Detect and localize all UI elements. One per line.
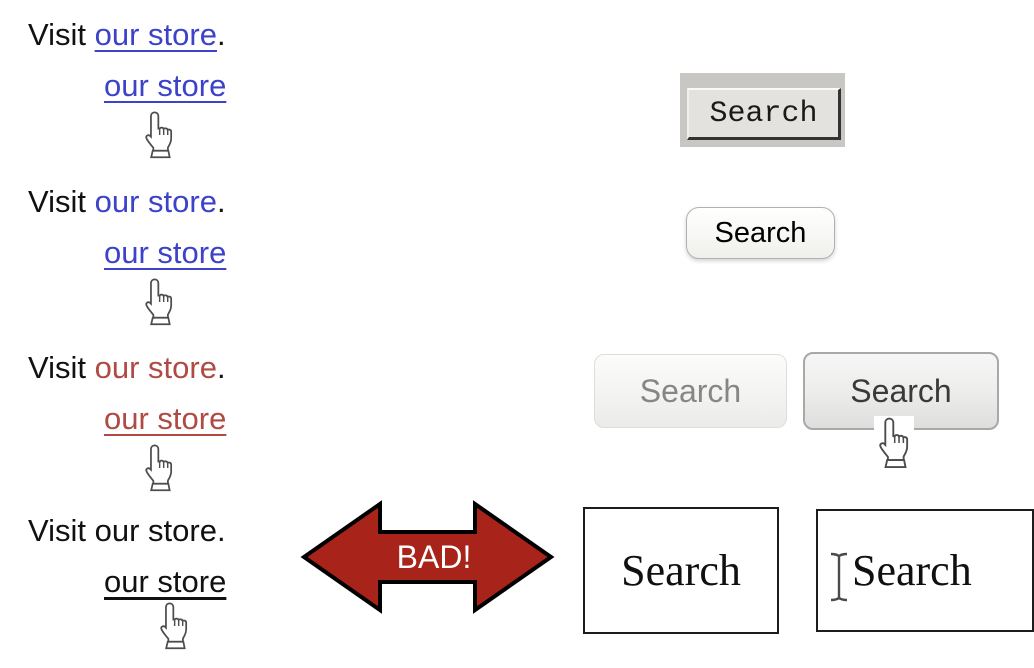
search-button-classic[interactable]: Search (687, 88, 841, 140)
sentence-prefix: Visit (28, 350, 95, 385)
store-link[interactable]: our store (94, 17, 217, 52)
sentence-prefix: Visit (28, 184, 95, 219)
store-link-hover[interactable]: our store (104, 68, 227, 103)
search-button-rounded[interactable]: Search (686, 207, 835, 259)
sentence-text: Visit our store. (28, 514, 328, 548)
hover-state-line: our store (104, 236, 328, 270)
hand-pointer-icon (140, 443, 178, 493)
sentence-text: Visit our store. (28, 185, 328, 219)
store-link[interactable]: our store (94, 513, 217, 548)
classic-button-panel: Search (680, 73, 845, 147)
hover-state-line: our store (104, 565, 328, 599)
sentence-suffix: . (216, 513, 226, 548)
store-link[interactable]: our store (94, 350, 217, 385)
search-button-plain-box-ibeam[interactable]: Search (816, 509, 1034, 632)
hover-state-line: our store (104, 402, 328, 436)
store-link[interactable]: our store (94, 184, 217, 219)
sentence-suffix: . (216, 184, 226, 219)
store-link-hover[interactable]: our store (104, 235, 227, 270)
store-link-hover[interactable]: our store (104, 401, 227, 436)
sentence-text: Visit our store. (28, 18, 328, 52)
i-beam-cursor-icon (828, 551, 850, 603)
search-button-plain-box[interactable]: Search (583, 507, 779, 634)
sentence-suffix: . (216, 350, 226, 385)
hand-pointer-icon (155, 601, 193, 651)
double-arrow-icon (300, 500, 555, 614)
link-example-red-plain: Visit our store. our store (28, 351, 328, 492)
sentence-text: Visit our store. (28, 351, 328, 385)
sentence-suffix: . (216, 17, 226, 52)
hand-pointer-icon (874, 416, 914, 470)
hand-pointer-icon (140, 110, 178, 160)
plain-box-label: Search (852, 546, 972, 595)
sentence-prefix: Visit (28, 513, 95, 548)
link-example-blue-plain: Visit our store. our store (28, 185, 328, 326)
hand-pointer-icon (140, 277, 178, 327)
store-link-hover[interactable]: our store (104, 564, 227, 599)
link-example-black-plain: Visit our store. our store (28, 514, 328, 650)
bad-label: BAD! (397, 539, 472, 575)
sentence-prefix: Visit (28, 17, 95, 52)
search-button-flat-normal[interactable]: Search (594, 354, 787, 428)
hover-state-line: our store (104, 69, 328, 103)
bad-annotation-arrow: BAD! (300, 496, 555, 618)
link-example-blue-underlined: Visit our store. our store (28, 18, 328, 159)
